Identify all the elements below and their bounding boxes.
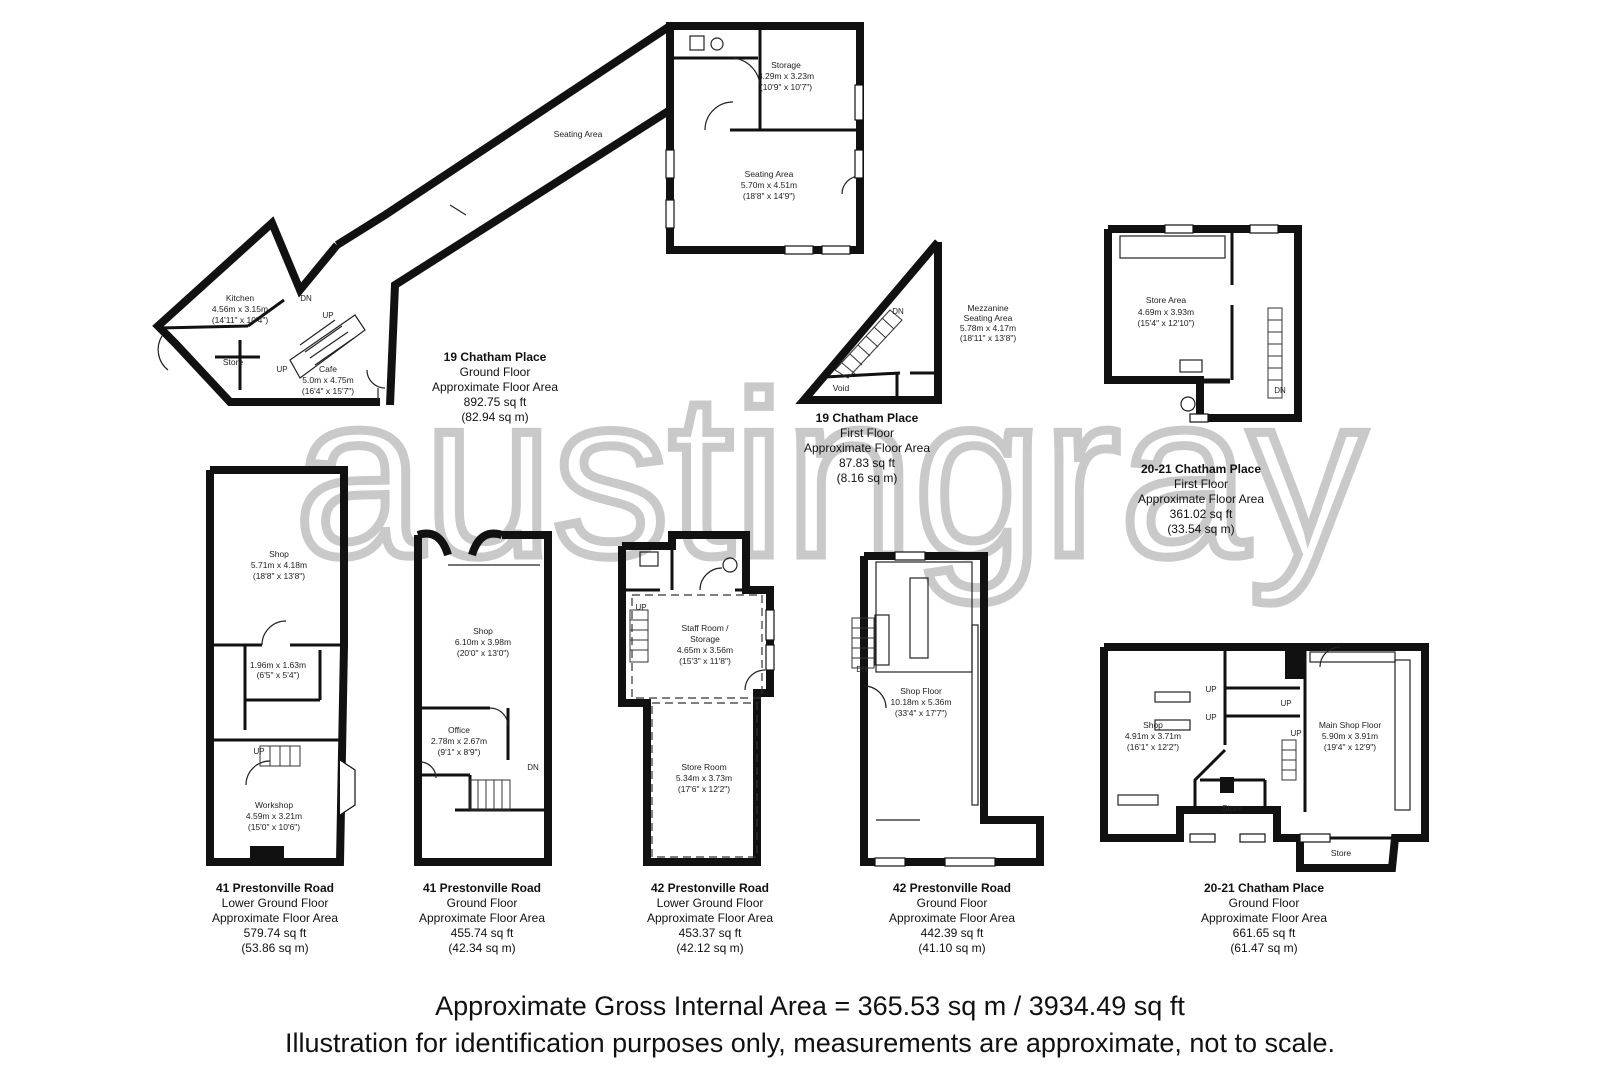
svg-text:Approximate Floor Area: Approximate Floor Area <box>212 911 338 925</box>
svg-text:579.74 sq ft: 579.74 sq ft <box>244 926 307 940</box>
svg-text:(42.12 sq m): (42.12 sq m) <box>676 941 743 955</box>
floor-plan-drawing: austingray Storage <box>152 22 1429 955</box>
svg-text:(53.86 sq m): (53.86 sq m) <box>241 941 308 955</box>
svg-text:442.39 sq ft: 442.39 sq ft <box>921 926 984 940</box>
disclaimer-note: Illustration for identification purposes… <box>284 1028 1336 1058</box>
svg-text:(82.94 sq m): (82.94 sq m) <box>461 410 528 424</box>
svg-text:UP: UP <box>322 311 333 320</box>
svg-text:First Floor: First Floor <box>1174 477 1228 491</box>
svg-text:Approximate Floor Area: Approximate Floor Area <box>432 380 558 394</box>
svg-text:41 Prestonville Road: 41 Prestonville Road <box>423 881 541 895</box>
svg-text:892.75 sq ft: 892.75 sq ft <box>464 395 527 409</box>
svg-text:41 Prestonville Road: 41 Prestonville Road <box>216 881 334 895</box>
svg-text:19 Chatham Place: 19 Chatham Place <box>816 411 919 425</box>
svg-text:DN: DN <box>527 763 539 772</box>
gross-area-note: Approximate Gross Internal Area = 365.53… <box>435 991 1185 1021</box>
svg-text:Approximate Floor Area: Approximate Floor Area <box>647 911 773 925</box>
svg-text:20-21 Chatham Place: 20-21 Chatham Place <box>1204 881 1324 895</box>
svg-text:20-21 Chatham Place: 20-21 Chatham Place <box>1141 462 1261 476</box>
svg-text:661.65 sq ft: 661.65 sq ft <box>1233 926 1296 940</box>
svg-text:(41.10 sq m): (41.10 sq m) <box>918 941 985 955</box>
svg-text:Approximate Floor Area: Approximate Floor Area <box>804 441 930 455</box>
svg-text:DN: DN <box>300 294 312 303</box>
svg-text:453.37 sq ft: 453.37 sq ft <box>679 926 742 940</box>
svg-text:DN: DN <box>892 307 904 316</box>
svg-text:Void: Void <box>833 383 850 393</box>
svg-text:42 Prestonville Road: 42 Prestonville Road <box>893 881 1011 895</box>
svg-text:Lower Ground Floor: Lower Ground Floor <box>657 896 764 910</box>
svg-text:UP: UP <box>1205 685 1216 694</box>
svg-text:(42.34 sq m): (42.34 sq m) <box>448 941 515 955</box>
svg-text:Ground Floor: Ground Floor <box>917 896 988 910</box>
svg-text:(61.47 sq m): (61.47 sq m) <box>1230 941 1297 955</box>
svg-text:UP: UP <box>1205 713 1216 722</box>
svg-text:Ground Floor: Ground Floor <box>447 896 518 910</box>
svg-text:Store: Store <box>1222 803 1243 813</box>
svg-text:Lower Ground Floor: Lower Ground Floor <box>222 896 329 910</box>
svg-text:87.83 sq ft: 87.83 sq ft <box>839 456 896 470</box>
svg-text:UP: UP <box>253 747 264 756</box>
svg-text:Approximate Floor Area: Approximate Floor Area <box>889 911 1015 925</box>
footer: Approximate Gross Internal Area = 365.53… <box>0 988 1620 1062</box>
svg-text:Approximate Floor Area: Approximate Floor Area <box>419 911 545 925</box>
svg-text:(8.16 sq m): (8.16 sq m) <box>837 471 898 485</box>
svg-text:(33.54 sq m): (33.54 sq m) <box>1167 522 1234 536</box>
svg-text:UP: UP <box>1290 729 1301 738</box>
svg-text:Approximate Floor Area: Approximate Floor Area <box>1201 911 1327 925</box>
svg-text:First Floor: First Floor <box>840 426 894 440</box>
svg-text:361.02 sq ft: 361.02 sq ft <box>1170 507 1233 521</box>
svg-text:Ground Floor: Ground Floor <box>1229 896 1300 910</box>
svg-text:Approximate Floor Area: Approximate Floor Area <box>1138 492 1264 506</box>
svg-text:42 Prestonville Road: 42 Prestonville Road <box>651 881 769 895</box>
svg-text:UP: UP <box>1280 699 1291 708</box>
svg-text:1.96m x 1.63m(6'5" x 5'4"): 1.96m x 1.63m(6'5" x 5'4") <box>250 660 306 680</box>
svg-text:Store: Store <box>223 357 244 367</box>
svg-text:Store: Store <box>1331 848 1352 858</box>
svg-text:455.74 sq ft: 455.74 sq ft <box>451 926 514 940</box>
svg-text:19 Chatham Place: 19 Chatham Place <box>444 350 547 364</box>
svg-text:Seating Area: Seating Area <box>554 129 603 139</box>
svg-text:DN: DN <box>1274 386 1286 395</box>
svg-text:Ground Floor: Ground Floor <box>460 365 531 379</box>
svg-text:DN: DN <box>856 665 868 674</box>
svg-text:UP: UP <box>276 365 287 374</box>
svg-text:UP: UP <box>635 603 646 612</box>
